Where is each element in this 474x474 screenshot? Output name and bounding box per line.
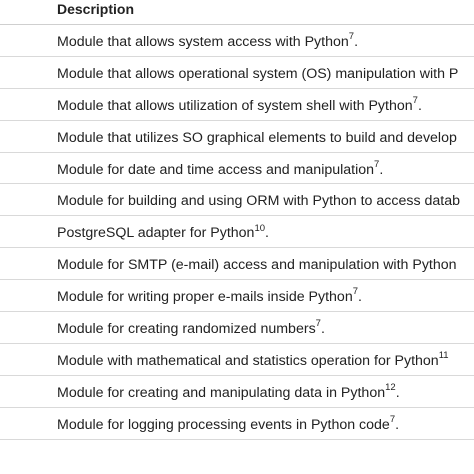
description-text: Module for SMTP (e-mail) access and mani… [57, 257, 457, 274]
description-text: Module that allows operational system (O… [57, 65, 459, 82]
description-tail: . [379, 161, 384, 178]
reference-number: 7 [389, 413, 396, 425]
module-description: Module for writing proper e-mails inside… [57, 286, 362, 306]
description-text: Module for building and using ORM with P… [57, 193, 460, 210]
table-row: Module that allows operational system (O… [0, 57, 474, 89]
description-tail: . [265, 225, 269, 242]
module-description: Module for creating randomized numbers7. [57, 318, 325, 338]
description-text: Module with mathematical and statistics … [57, 352, 439, 369]
table-header: ame Description [0, 0, 474, 25]
table-row: Module for date and time access and mani… [0, 153, 474, 185]
description-text: Module for logging processing events in … [57, 416, 390, 433]
description-tail: . [358, 289, 362, 306]
description-tail: . [395, 384, 400, 401]
description-tail: . [354, 34, 359, 50]
description-text: Module that allows system access with Py… [57, 34, 349, 50]
table-row: Module for SMTP (e-mail) access and mani… [0, 248, 474, 281]
module-description: Module for building and using ORM with P… [57, 193, 460, 209]
header-description: Description [57, 1, 135, 17]
module-description: Module that utilizes SO graphical elemen… [57, 130, 457, 146]
description-tail: . [320, 321, 325, 338]
reference-number: 12 [385, 382, 396, 394]
table-row: Module for creating randomized numbers7. [0, 312, 474, 344]
module-description: Module with mathematical and statistics … [57, 350, 449, 369]
description-text: Module that utilizes SO graphical elemen… [57, 129, 457, 146]
table-row: Module for logging processing events in … [0, 408, 474, 440]
reference-number: 7 [352, 286, 359, 298]
reference-number: 7 [412, 95, 418, 107]
module-description: Module for date and time access and mani… [57, 158, 384, 178]
description-text: Module for creating randomized numbers [57, 321, 316, 338]
module-description: Module that allows utilization of system… [57, 95, 422, 114]
table-row: Module for creating and manipulating dat… [0, 376, 474, 408]
description-text: Module for creating and manipulating dat… [57, 384, 386, 401]
module-description: Module that allows operational system (O… [57, 66, 458, 82]
reference-number: 7 [374, 158, 380, 170]
table-row: Module that utilizes SO graphical elemen… [0, 121, 474, 153]
description-text: PostgreSQL adapter for Python [57, 225, 255, 242]
reference-number: 11 [438, 350, 449, 362]
module-description: PostgreSQL adapter for Python10. [57, 222, 269, 242]
table-row: nyModule for building and using ORM with… [0, 184, 474, 217]
reference-number: 7 [315, 318, 321, 330]
reference-number: 7 [348, 31, 355, 43]
table-body: Module that allows system access with Py… [0, 25, 474, 440]
description-text: Module for date and time access and mani… [57, 161, 375, 178]
module-description: Module that allows system access with Py… [57, 31, 359, 50]
description-text: Module for writing proper e-mails inside… [57, 289, 353, 306]
table-row: sModule that allows utilization of syste… [0, 89, 474, 121]
table-row: Module that allows system access with Py… [0, 25, 474, 57]
module-description: Module for SMTP (e-mail) access and mani… [57, 257, 457, 273]
description-text: Module that allows utilization of system… [57, 97, 413, 114]
description-tail: . [395, 416, 400, 433]
module-description: Module for logging processing events in … [57, 413, 400, 433]
module-description: Module for creating and manipulating dat… [57, 382, 400, 401]
reference-number: 10 [254, 222, 266, 234]
description-tail: . [417, 97, 422, 114]
table-row: Module with mathematical and statistics … [0, 344, 474, 376]
table-row: Module for writing proper e-mails inside… [0, 280, 474, 313]
table-row: PostgreSQL adapter for Python10. [0, 216, 474, 249]
